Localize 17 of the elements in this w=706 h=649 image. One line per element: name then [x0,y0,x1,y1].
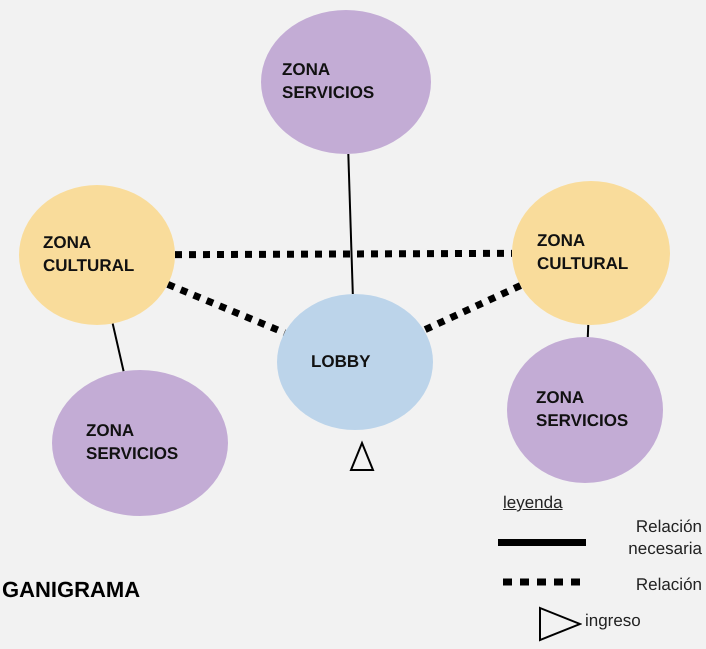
zone-label: ZONA CULTURAL [43,232,136,277]
zone-label: ZONA SERVICIOS [282,59,376,104]
legend-heading: leyenda [503,492,563,514]
legend-text: Relación necesaria [627,516,702,560]
zone-label: ZONA SERVICIOS [86,420,180,465]
zone-label: LOBBY [311,350,372,373]
dotted-connector [174,250,512,258]
legend-text: Relación [634,574,702,596]
zone-label: ZONA SERVICIOS [536,387,630,432]
dotted-connector [422,282,522,334]
connector-line [347,154,354,294]
connector-line [112,323,125,372]
section-heading: GANIGRAMA [2,576,140,604]
connector-line [586,324,590,338]
zone-label: ZONA CULTURAL [537,230,630,275]
legend-text: ingreso [585,610,642,632]
dotted-connector [166,281,286,336]
